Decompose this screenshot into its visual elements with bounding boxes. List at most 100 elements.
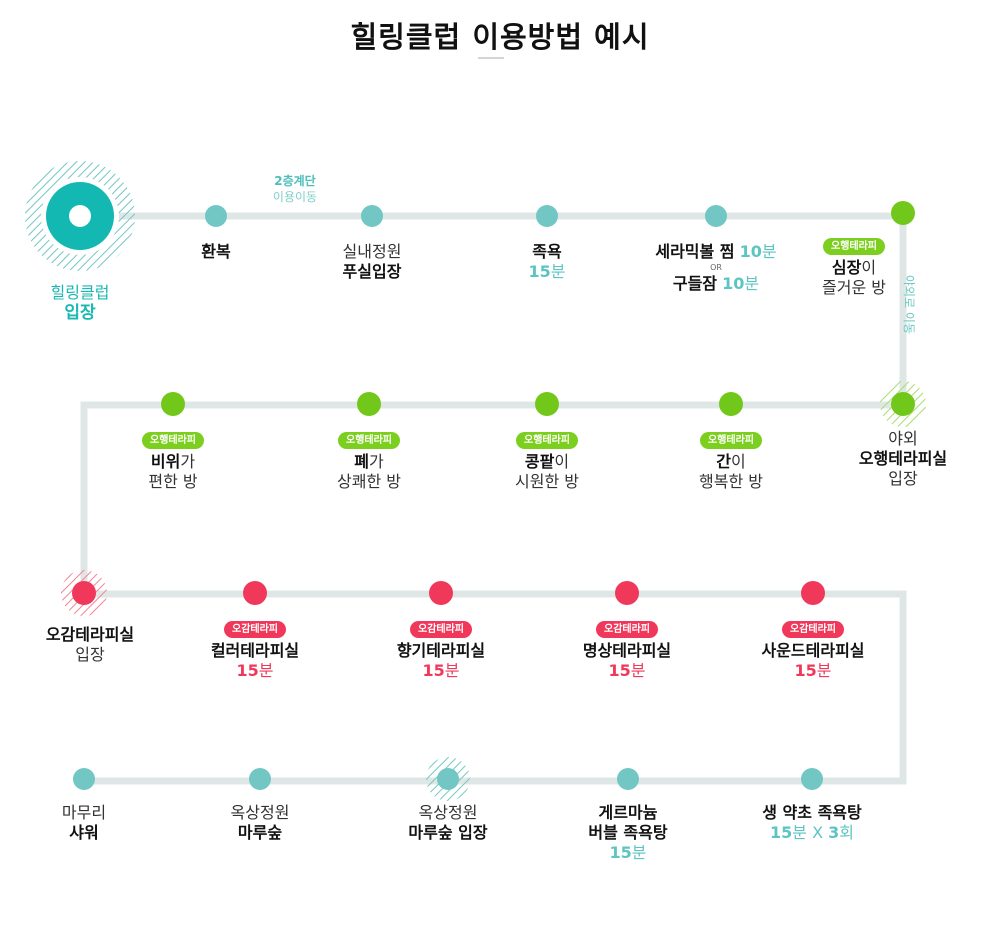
station-footbath: 족욕 15분 [457, 242, 637, 282]
station-outdoor-line2: 오행테라피실 [858, 449, 948, 468]
station-dot-liver-room [719, 392, 743, 416]
station-shower-line2: 샤워 [69, 823, 99, 842]
time-unit: 분 [630, 661, 646, 680]
station-dot-meditation-therapy [615, 581, 639, 605]
start-entry-marker [25, 161, 135, 271]
station-liver-room: 오행테라피 간이 행복한 방 [641, 428, 821, 492]
station-dot-color-therapy [243, 581, 267, 605]
station-rooftop-entry-marker [426, 757, 470, 801]
station-aroma-therapy: 오감테라피 향기테라피실 15분 [351, 617, 531, 681]
time-number: 15 [794, 661, 817, 680]
station-outdoor-line1: 야외 [888, 429, 918, 448]
station-herb-footbath-time: 15분 X 3회 [722, 823, 902, 843]
organ-name: 비위 [150, 452, 181, 471]
time-number: 15 [608, 661, 631, 680]
station-footbath-time: 15분 [457, 262, 637, 282]
station-footbath-name: 족욕 [532, 242, 562, 261]
ceramic-ball-num: 10 [739, 242, 762, 261]
station-ceramic-ball-line1: 세라믹볼 찜 10분 [626, 242, 806, 262]
station-rooftop-entry-line2: 마루숲 입장 [408, 823, 488, 842]
start-label-line1: 힐링클럽 [50, 283, 110, 302]
station-meditation-therapy-time: 15분 [537, 661, 717, 681]
time-number: 15 [769, 823, 793, 842]
station-color-therapy: 오감테라피 컬러테라피실 15분 [165, 617, 345, 681]
station-color-therapy-time: 15분 [165, 661, 345, 681]
time-unit: 분 [550, 262, 566, 281]
station-dot-sound-therapy [801, 581, 825, 605]
station-sound-therapy-time: 15분 [723, 661, 903, 681]
therapy-tag: 오행테라피 [338, 432, 400, 449]
station-shower-line1: 마무리 [61, 803, 107, 822]
particle: 이 [861, 258, 877, 277]
station-dot-germanium-bath [617, 768, 639, 790]
station-liver-room-line2: 행복한 방 [699, 472, 763, 491]
station-dot-rooftop-forest [249, 768, 271, 790]
therapy-tag: 오행테라피 [516, 432, 578, 449]
station-herb-footbath: 생 약초 족욕탕 15분 X 3회 [722, 803, 902, 843]
station-rooftop-entry: 옥상정원 마루숲 입장 [358, 803, 538, 843]
station-five-senses-entry: 오감테라피실 입장 [0, 625, 180, 665]
therapy-tag: 오감테라피 [410, 621, 472, 638]
time-unit: 분 [258, 661, 274, 680]
ceramic-ball-unit: 분 [761, 242, 777, 261]
station-outdoor-line3: 입장 [888, 469, 918, 488]
station-dot-change [205, 205, 227, 227]
station-germanium-bath: 게르마늄 버블 족욕탕 15분 [538, 803, 718, 863]
station-outdoor-entry: 야외 오행테라피실 입장 [813, 429, 993, 489]
station-ceramic-ball-line2: 구들잠 10분 [626, 274, 806, 294]
title-underline [478, 57, 504, 59]
station-rooftop-forest-line2: 마루숲 [237, 823, 283, 842]
station-five-senses-line1: 오감테라피실 [45, 625, 135, 644]
time-number: 15 [236, 661, 259, 680]
gudeuljam-unit: 분 [744, 274, 760, 293]
station-aroma-therapy-name: 향기테라피실 [396, 641, 486, 660]
station-kidney-room-line2: 시원한 방 [515, 472, 579, 491]
page-title: 힐링클럽 이용방법 예시 [350, 20, 650, 54]
station-heart-room: 오행테라피 심장이 즐거운 방 [764, 234, 944, 298]
station-change: 환복 [126, 242, 306, 262]
station-germanium-line2: 버블 족욕탕 [588, 823, 668, 842]
station-shower: 마무리 샤워 [0, 803, 174, 843]
station-dot-footbath [536, 205, 558, 227]
station-ceramic-ball: 세라믹볼 찜 10분 OR 구들잠 10분 [626, 242, 806, 294]
time-unit: 분 [444, 661, 460, 680]
station-indoor-garden-line1: 실내정원 [342, 242, 402, 261]
station-indoor-garden-line2: 푸실입장 [342, 262, 402, 281]
therapy-tag: 오감테라피 [596, 621, 658, 638]
stair-note-line1: 2층계단 [274, 174, 316, 188]
station-stomach-room-line2: 편한 방 [148, 472, 198, 491]
repeat-number: 3 [828, 823, 840, 842]
repeat-unit: 회 [839, 823, 855, 842]
therapy-tag: 오감테라피 [782, 621, 844, 638]
station-rooftop-forest-line1: 옥상정원 [230, 803, 290, 822]
stair-note: 2층계단 이용이동 [255, 174, 335, 205]
gudeuljam-num: 10 [722, 274, 745, 293]
particle: 이 [731, 452, 746, 471]
station-stomach-room-line1: 비위가 [83, 452, 263, 472]
station-five-senses-entry-marker [61, 570, 107, 616]
gudeuljam-name: 구들잠 [672, 274, 718, 293]
station-five-senses-line2: 입장 [75, 645, 105, 664]
particle: 이 [554, 452, 570, 471]
station-sound-therapy-name: 사운드테라피실 [761, 641, 865, 660]
times-symbol: X [812, 823, 824, 842]
station-stomach-room: 오행테라피 비위가 편한 방 [83, 428, 263, 492]
stair-note-line2: 이용이동 [272, 189, 318, 204]
time-number: 15 [422, 661, 445, 680]
therapy-tag: 오행테라피 [823, 238, 885, 255]
therapy-tag: 오감테라피 [224, 621, 286, 638]
station-kidney-room: 오행테라피 콩팥이 시원한 방 [457, 428, 637, 492]
organ-name: 콩팥 [524, 452, 555, 471]
station-heart-room-line1: 심장이 [764, 258, 944, 278]
station-meditation-therapy: 오감테라피 명상테라피실 15분 [537, 617, 717, 681]
station-heart-room-line2: 즐거운 방 [822, 278, 886, 297]
time-unit: 분 [792, 823, 807, 842]
station-sound-therapy: 오감테라피 사운드테라피실 15분 [723, 617, 903, 681]
station-aroma-therapy-time: 15분 [351, 661, 531, 681]
station-rooftop-forest: 옥상정원 마루숲 [170, 803, 350, 843]
station-change-name: 환복 [201, 242, 231, 261]
time-unit: 분 [816, 661, 832, 680]
time-unit: 분 [631, 843, 647, 862]
station-herb-footbath-name: 생 약초 족욕탕 [762, 803, 862, 822]
